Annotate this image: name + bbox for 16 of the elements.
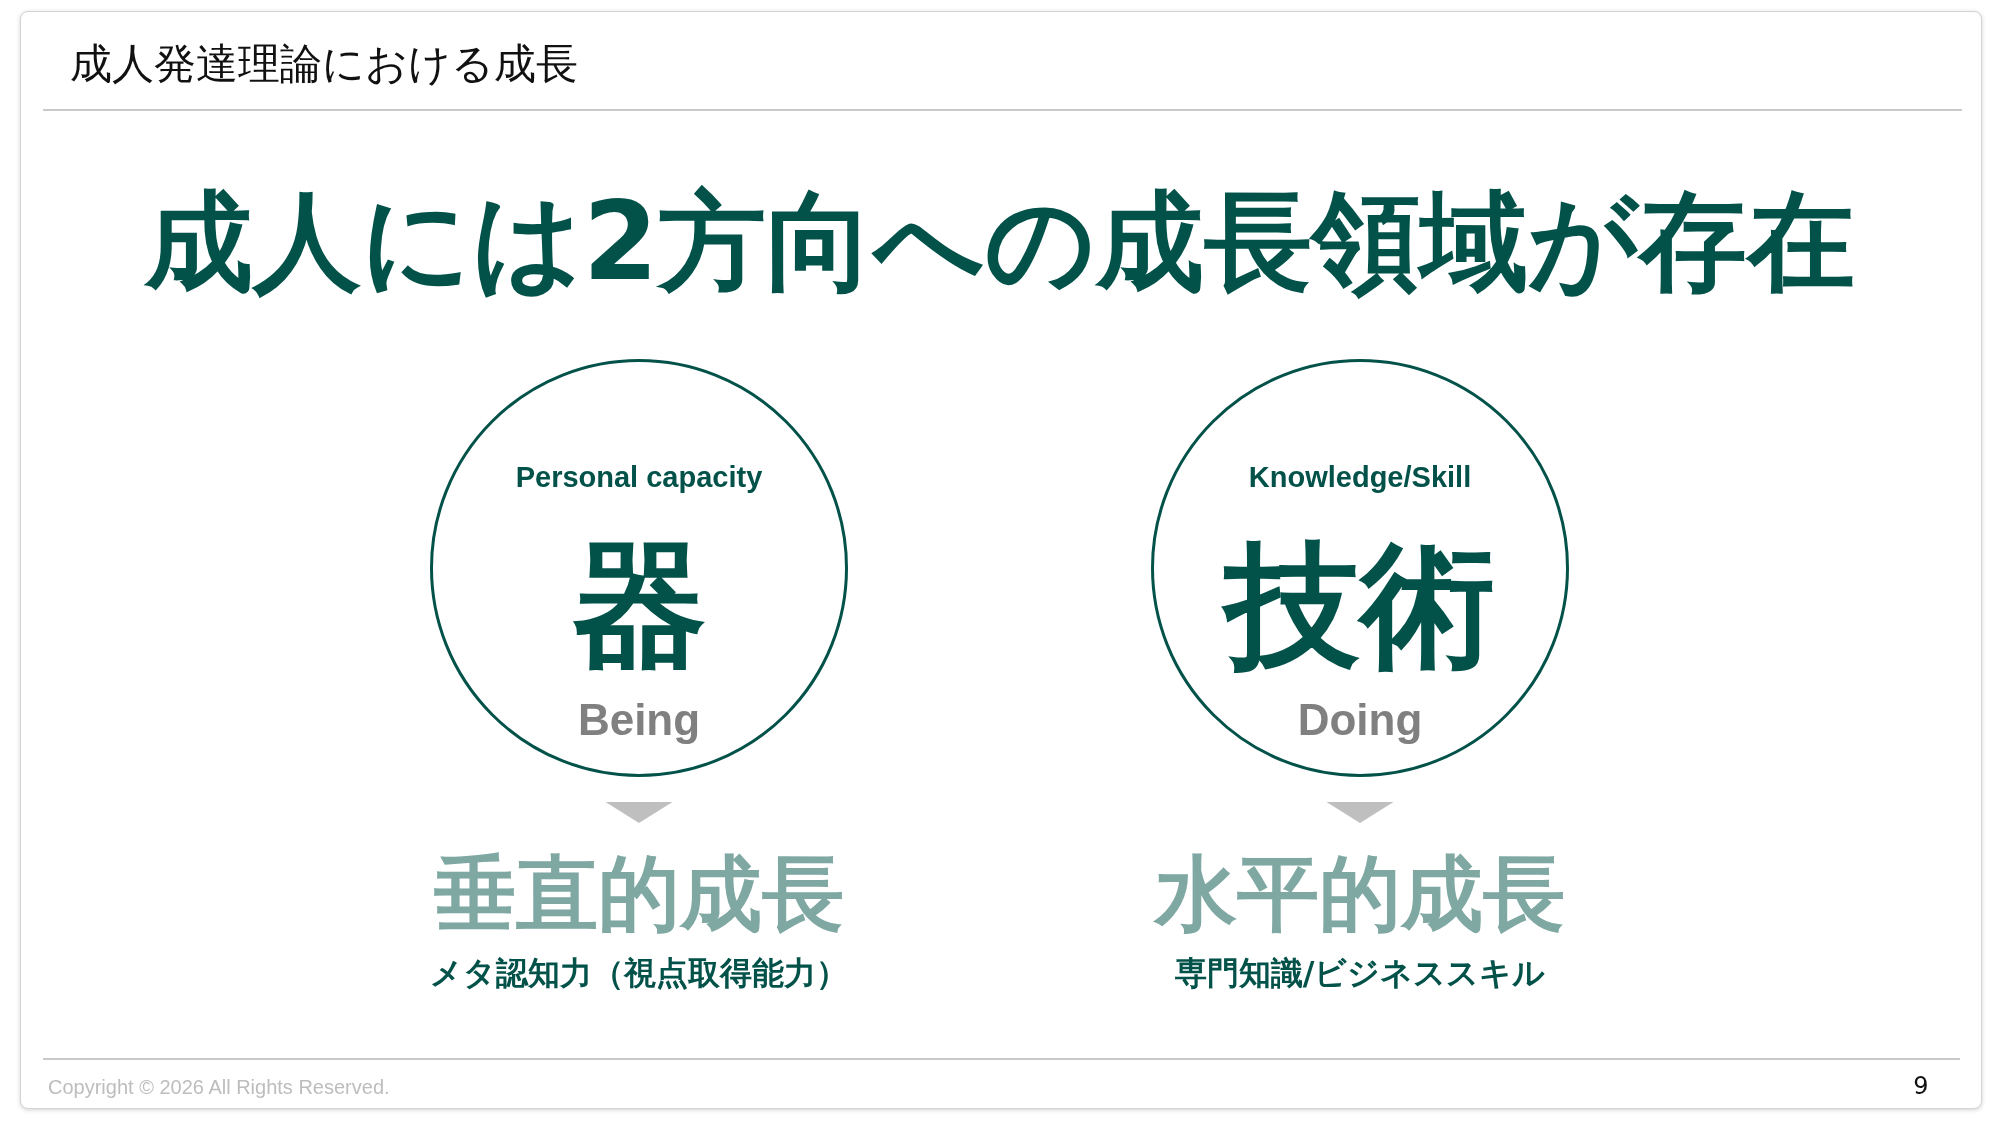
- subheading-text: 専門知識/ビジネススキル: [1174, 953, 1546, 993]
- slide-heading: 成人発達理論における成長: [70, 38, 578, 90]
- copyright-text: Copyright © 2026 All Rights Reserved.: [48, 1075, 390, 1099]
- caption-text: Being: [577, 693, 701, 746]
- heading-text: 水平的成長: [1155, 844, 1565, 943]
- headline: 成人には2方向への成長領域が存在: [144, 178, 1856, 307]
- concept-circle: [430, 359, 848, 777]
- page-number: 9: [1913, 1071, 1929, 1101]
- chevron-arrow: [605, 802, 673, 823]
- subtitle-text: Personal capacity: [515, 459, 763, 495]
- kanji-heading: 器: [571, 526, 707, 686]
- caption-text: Doing: [1297, 693, 1423, 746]
- subheading-text: メタ認知力（視点取得能力）: [430, 953, 848, 993]
- subtitle-text: Knowledge/Skill: [1248, 459, 1472, 495]
- concept-circle: [1151, 359, 1569, 777]
- heading-text: 垂直的成長: [434, 844, 844, 943]
